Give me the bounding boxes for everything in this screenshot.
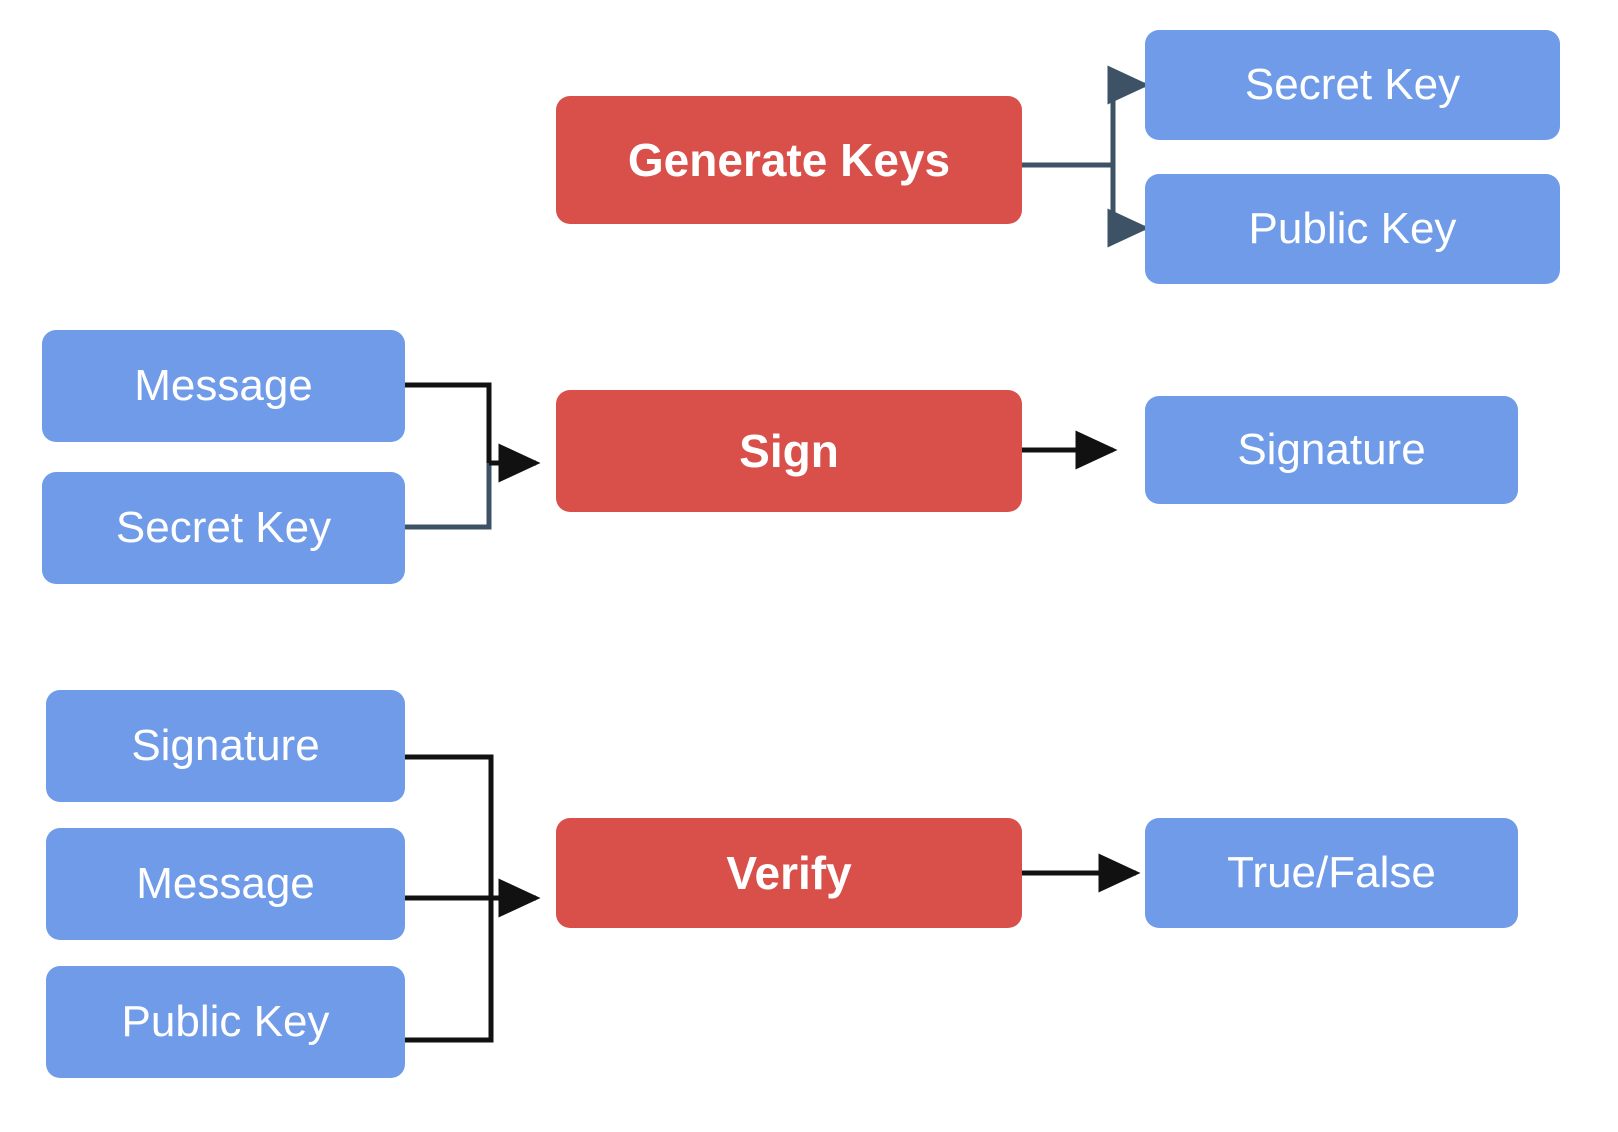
node-signature-verify-input[interactable]: Signature — [46, 690, 405, 802]
node-verify[interactable]: Verify — [556, 818, 1022, 928]
node-message-sign-input[interactable]: Message — [42, 330, 405, 442]
edge-message-to-signjunction — [405, 382, 492, 463]
node-true-false-output[interactable]: True/False — [1145, 818, 1518, 928]
edge-signature-to-verifyjunction — [405, 754, 494, 898]
edge-publickey-to-verifyjunction — [405, 898, 494, 1043]
node-secret-key-output-label: Secret Key — [1244, 59, 1461, 109]
node-message-verify-input-label: Message — [136, 858, 315, 908]
edge-secretkey-to-signjunction — [405, 463, 492, 530]
node-generate-keys[interactable]: Generate Keys — [556, 96, 1022, 224]
node-secret-key-sign-input[interactable]: Secret Key — [42, 472, 405, 584]
node-public-key-output-label: Public Key — [1248, 203, 1457, 253]
node-message-verify-input[interactable]: Message — [46, 828, 405, 940]
node-signature-output-label: Signature — [1237, 424, 1426, 474]
edge-generatekeys-to-secretkey — [1107, 65, 1150, 165]
node-message-sign-input-label: Message — [134, 360, 313, 410]
edge-generatekeys-to-publickey — [1107, 165, 1150, 248]
node-signature-verify-input-label: Signature — [131, 720, 320, 770]
node-verify-label: Verify — [726, 846, 852, 899]
node-signature-output[interactable]: Signature — [1145, 396, 1518, 504]
node-secret-key-output[interactable]: Secret Key — [1145, 30, 1560, 140]
node-public-key-verify-input[interactable]: Public Key — [46, 966, 405, 1078]
node-public-key-verify-input-label: Public Key — [121, 996, 330, 1046]
node-secret-key-sign-input-label: Secret Key — [115, 502, 332, 552]
node-generate-keys-label: Generate Keys — [627, 133, 951, 186]
node-sign-label: Sign — [739, 424, 839, 477]
node-true-false-output-label: True/False — [1227, 847, 1436, 897]
node-sign[interactable]: Sign — [556, 390, 1022, 512]
node-public-key-output[interactable]: Public Key — [1145, 174, 1560, 284]
